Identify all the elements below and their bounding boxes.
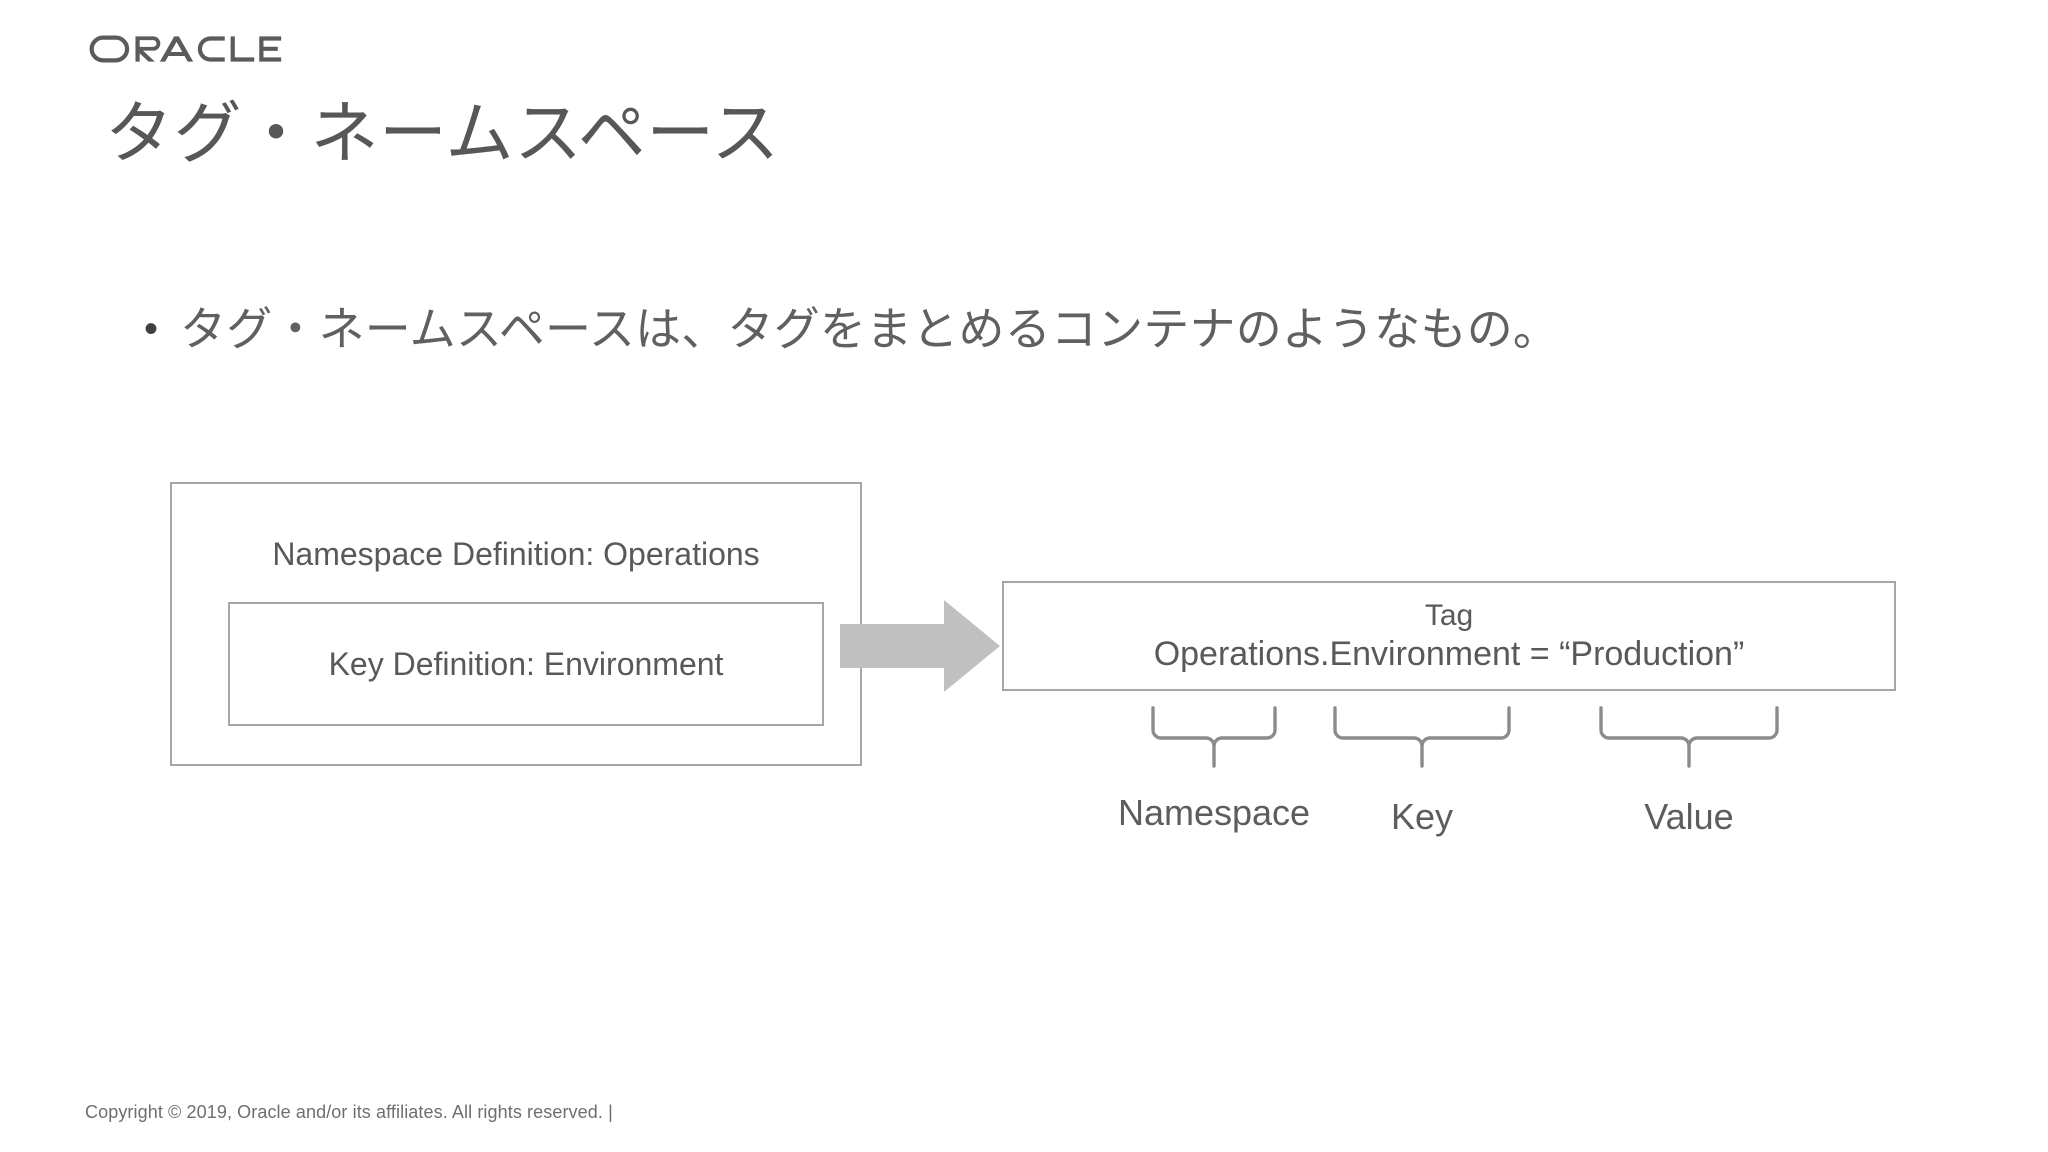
- namespace-definition-label: Namespace Definition: Operations: [272, 536, 760, 572]
- page-title: タグ・ネームスペース: [105, 96, 780, 172]
- tag-heading: Tag: [1424, 599, 1474, 633]
- bullet-text: タグ・ネームスペースは、タグをまとめるコンテナのようなもの。: [180, 303, 1560, 355]
- list-item: • タグ・ネームスペースは、タグをまとめるコンテナのようなもの。: [138, 298, 1938, 360]
- key-definition-box: Key Definition: Environment: [228, 602, 824, 726]
- brace-namespace-icon: [1150, 706, 1278, 768]
- tag-box: Tag Operations.Environment = “Production…: [1002, 581, 1896, 691]
- copyright-footer: Copyright © 2019, Oracle and/or its affi…: [85, 1102, 613, 1122]
- brace-value-icon: [1598, 706, 1780, 768]
- brace-label-key: Key: [1390, 796, 1454, 837]
- bullet-list: • タグ・ネームスペースは、タグをまとめるコンテナのようなもの。: [138, 298, 1938, 360]
- brace-label-namespace: Namespace: [1117, 792, 1311, 833]
- brace-key-icon: [1332, 706, 1512, 768]
- brace-label-value: Value: [1644, 796, 1734, 837]
- tag-expression: Operations.Environment = “Production”: [1153, 634, 1745, 673]
- right-arrow-icon: [840, 600, 1000, 692]
- bullet-marker-icon: •: [144, 307, 159, 351]
- key-definition-label: Key Definition: Environment: [328, 645, 724, 682]
- oracle-logo: [88, 33, 284, 65]
